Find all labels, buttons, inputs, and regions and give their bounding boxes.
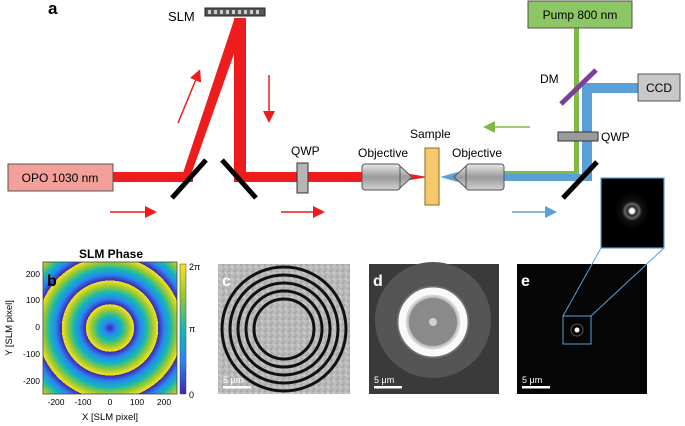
panel-label-c: c [222,273,231,290]
qwp-right-plate [557,131,599,142]
panel-label-b: b [47,273,57,290]
objective-right [453,163,505,191]
panel-c-image [218,264,350,394]
zoom-box [562,315,592,345]
sample-label: Sample [410,127,451,141]
y-axis-label: Y [SLM pixel] [4,300,15,356]
qwp-left-label: QWP [291,144,320,158]
colorbar-tick: 2π [189,262,200,272]
slm-device [204,7,266,17]
panel-label-a: a [48,0,58,18]
scale-bar-c [223,386,251,389]
dichroic-mirror [559,68,598,106]
ccd-label: CCD [646,81,672,95]
slm-phase-title: SLM Phase [79,247,143,261]
opo-box [7,163,114,192]
qwp-right-label: QWP [601,130,630,144]
sample-slab [424,147,440,206]
ccd-box [637,73,681,102]
dm-label: DM [540,72,559,86]
slm-phase-map [42,261,178,395]
arrow-red-2 [177,69,202,124]
x-tick: -100 [74,397,91,407]
pump-label: Pump 800 nm [543,8,618,22]
y-tick: 100 [26,295,40,305]
y-tick: 0 [35,322,40,332]
inset-image [600,177,665,249]
pump-box [527,0,633,29]
objective-left [361,163,413,191]
y-tick: 200 [26,269,40,279]
scale-bar-c-label: 5 μm [223,375,243,385]
y-tick: -200 [23,376,40,386]
scale-bar-d-label: 5 μm [374,375,394,385]
colorbar [179,263,187,395]
panel-label-d: d [373,273,383,290]
qwp-left-plate [296,162,309,194]
inset-connector [562,247,602,317]
x-tick: 0 [108,397,113,407]
y-tick: -100 [23,349,40,359]
scale-bar-e [522,386,550,389]
colorbar-tick: 0 [189,390,194,400]
mirrors [170,158,599,200]
objective-left-label: Objective [358,146,408,160]
x-tick: -200 [47,397,64,407]
slm-label: SLM [168,9,195,24]
panel-e-image [517,264,647,394]
inset-connector [590,247,665,317]
x-tick: 100 [130,397,144,407]
scale-bar-d [374,386,402,389]
colorbar-tick: π [189,324,195,334]
x-tick: 200 [157,397,171,407]
panel-label-e: e [521,273,530,290]
panel-d-image [369,262,499,394]
opo-label: OPO 1030 nm [22,171,99,185]
x-axis-label: X [SLM pixel] [82,412,138,423]
scale-bar-e-label: 5 μm [522,375,542,385]
objective-right-label: Objective [452,146,502,160]
green-beam [497,27,579,175]
blue-beam [440,83,638,182]
